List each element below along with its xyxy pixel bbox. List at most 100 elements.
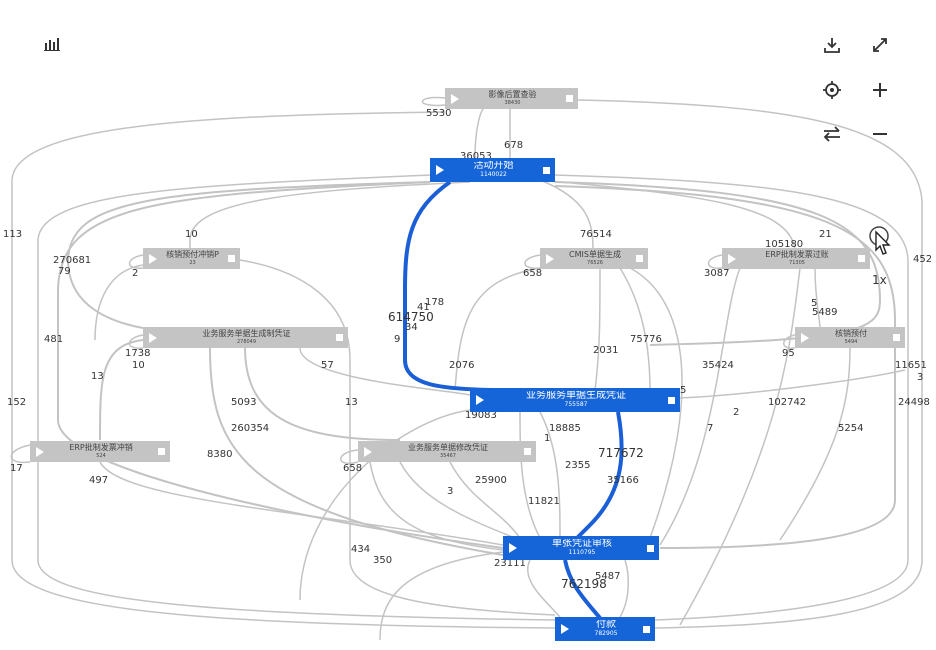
edge-label: 497 <box>89 475 108 486</box>
square-icon[interactable] <box>566 95 573 102</box>
edge-highlight <box>573 411 624 542</box>
edge <box>524 254 541 269</box>
edge-label: 105180 <box>765 239 803 250</box>
square-icon[interactable] <box>158 448 165 455</box>
edge <box>659 267 741 546</box>
edge <box>99 339 144 441</box>
edge-label: 658 <box>523 268 542 279</box>
play-icon[interactable] <box>509 543 517 553</box>
swap-icon[interactable] <box>818 120 846 148</box>
edge <box>619 559 630 618</box>
edge <box>519 411 541 539</box>
square-icon[interactable] <box>643 625 650 633</box>
edge-highlight <box>563 559 602 620</box>
node-count: 1140022 <box>480 171 507 178</box>
node-name: ERP批制发票过账 <box>765 249 829 259</box>
edge-label: 5254 <box>838 423 863 434</box>
node-count: 755587 <box>564 401 588 408</box>
bar-chart-icon[interactable] <box>38 30 66 58</box>
edge-label: 35424 <box>702 360 734 371</box>
edge <box>554 185 896 549</box>
target-icon[interactable] <box>818 76 846 104</box>
edge <box>57 181 504 549</box>
edge <box>340 449 359 465</box>
play-icon[interactable] <box>451 93 459 104</box>
square-icon[interactable] <box>524 448 531 455</box>
edge-label: 9 <box>394 334 400 345</box>
edge-label: 24498 <box>898 397 930 408</box>
edge <box>577 99 923 629</box>
edge-label: 1738 <box>125 348 150 359</box>
play-icon[interactable] <box>801 332 809 343</box>
square-icon[interactable] <box>893 334 900 341</box>
plus-icon[interactable] <box>866 76 894 104</box>
minus-icon[interactable] <box>866 120 894 148</box>
edge-label: 350 <box>373 555 392 566</box>
node-name: 影像后置查验 <box>488 89 537 99</box>
square-icon[interactable] <box>543 166 550 174</box>
edge-label: 11651 <box>895 360 927 371</box>
node-name: 核销预付 <box>835 328 867 338</box>
square-icon[interactable] <box>228 255 235 262</box>
square-icon[interactable] <box>858 255 865 262</box>
square-icon[interactable] <box>636 255 643 262</box>
edge-label: 762198 <box>561 577 607 591</box>
edge <box>299 347 471 396</box>
play-icon[interactable] <box>436 165 444 175</box>
play-icon[interactable] <box>476 395 484 405</box>
play-icon[interactable] <box>364 446 372 457</box>
square-icon[interactable] <box>336 334 343 341</box>
edge-label: 658 <box>343 463 362 474</box>
edge-label: 178 <box>425 297 444 308</box>
node-count: 76526 <box>587 259 603 266</box>
edge-label: 41 <box>417 302 430 313</box>
edge-label: 2 <box>132 268 138 279</box>
square-icon[interactable] <box>647 544 654 552</box>
edge <box>422 96 446 107</box>
expand-icon[interactable] <box>866 31 894 59</box>
edge <box>128 334 144 349</box>
edge <box>454 267 541 391</box>
square-icon[interactable] <box>668 396 675 404</box>
node-count: 1110795 <box>568 549 596 556</box>
play-icon[interactable] <box>728 253 736 264</box>
edge <box>11 111 556 629</box>
edge <box>37 174 556 621</box>
node-name: CMIS单据生成 <box>569 249 621 259</box>
edge-label: 3 <box>447 486 453 497</box>
node-count: 23 <box>189 259 196 266</box>
play-icon[interactable] <box>561 624 569 634</box>
node-count: 35467 <box>440 452 456 459</box>
download-icon[interactable] <box>818 31 846 59</box>
edge-label: 8380 <box>207 449 232 460</box>
edge <box>379 551 504 641</box>
play-icon[interactable] <box>36 446 44 457</box>
play-icon[interactable] <box>546 253 554 264</box>
edge-label: 35166 <box>607 475 639 486</box>
play-icon[interactable] <box>149 332 157 343</box>
edge-label: 678 <box>504 140 523 151</box>
edge-label: 2031 <box>593 345 618 356</box>
edge-label: 3087 <box>704 268 729 279</box>
edge <box>10 444 31 464</box>
play-icon[interactable] <box>149 253 157 264</box>
edge <box>449 461 521 539</box>
edge <box>814 267 821 329</box>
edge-label: 7 <box>707 423 713 434</box>
edge-label: 5 <box>811 298 817 309</box>
node-name: ERP批制发票冲销 <box>69 442 133 452</box>
node-name: 业务服务单据修改凭证 <box>408 442 488 452</box>
